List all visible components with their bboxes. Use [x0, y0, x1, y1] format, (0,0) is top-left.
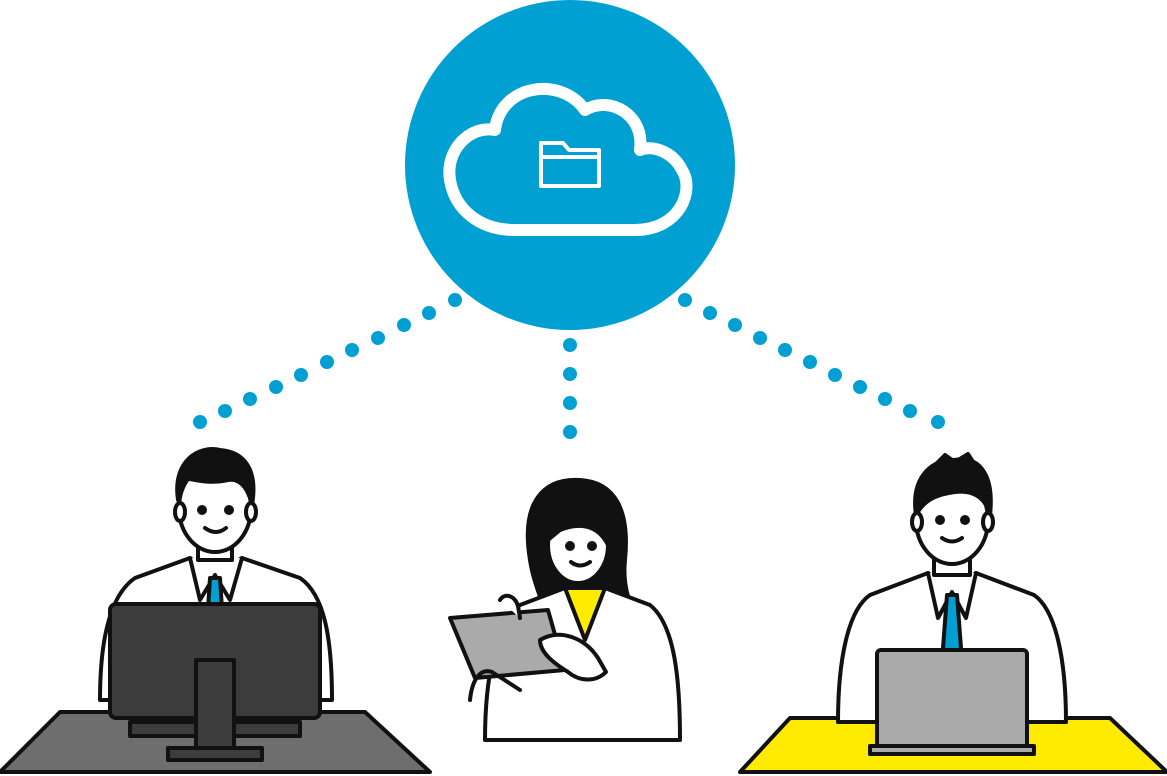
connection-dots-right — [678, 293, 945, 429]
connection-dots-left — [193, 293, 462, 429]
cloud-folder-icon — [405, 0, 735, 330]
man-at-laptop-icon — [738, 452, 1167, 774]
woman-with-tablet-icon — [448, 477, 682, 742]
connection-dots-center — [563, 338, 577, 439]
man-at-desktop-icon — [0, 447, 432, 774]
folder-icon — [539, 141, 601, 188]
